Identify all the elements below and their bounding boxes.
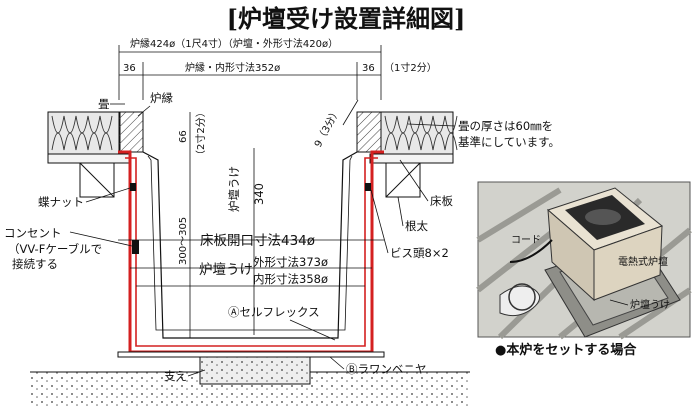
lauan-plywood [117, 351, 385, 358]
screw-leader [370, 189, 389, 254]
joist-leader [397, 196, 404, 227]
outlet-leader [69, 231, 133, 247]
outer-width-dimension: 炉縁424ø（1尺4寸）（炉壇・外形寸法420ø） [130, 37, 338, 50]
self-flex-label: Ⓐセルフレックス [228, 305, 320, 319]
photo-caption: ●本炉をセットする場合 [495, 342, 637, 358]
diagram-title: [炉壇受け設置詳細図] [227, 4, 466, 33]
photo-uke-leader [609, 299, 629, 306]
rodan-uke-vertical-label: 炉壇うけ [227, 166, 241, 212]
vvf-line-2: 接続する [12, 257, 58, 271]
floorboard-label: 床板 [430, 194, 453, 208]
ground [30, 353, 470, 407]
top-dimension-lines [118, 45, 382, 100]
left-tatami [47, 111, 121, 155]
tatami-note-1: 畳の厚さは60㎜を [458, 119, 553, 133]
robuchi-label: 炉縁 [150, 91, 173, 105]
self-flex-leader [289, 319, 336, 341]
right-floorboard [369, 153, 454, 164]
tatami-label: 畳 [98, 97, 110, 111]
tatami-note-leader [407, 123, 456, 127]
photo-label-uke: 炉壇うけ [630, 298, 670, 311]
photo-label-electric: 電熱式炉壇 [618, 255, 668, 268]
vertical-dimension-lines [189, 112, 255, 338]
right-36-dimension: 36 [362, 63, 375, 74]
right-robuchi [356, 111, 382, 153]
photo-label-code: コード [511, 235, 541, 246]
left-robuchi [118, 111, 144, 153]
installation-photo [476, 181, 692, 340]
outlet-label: コンセント [4, 226, 62, 240]
inner-358-dimension: 内形寸法358ø [253, 272, 328, 286]
vvf-line-1: （VV-Fケーブルで [8, 242, 102, 256]
depth-300-305-dimension: 300〜305 [178, 217, 189, 265]
outer-373-dimension: 外形寸法373ø [253, 255, 328, 269]
robuchi-leader [137, 105, 151, 117]
inner-width-dimension: 炉縁・内形寸法352ø [185, 61, 280, 74]
outlet-marker [132, 240, 139, 254]
screw-marker [365, 183, 371, 191]
right-36-note: （1寸2分） [384, 61, 437, 74]
butterfly-nut-leader [85, 187, 131, 203]
tatami-note-2: 基準にしています。 [458, 135, 560, 149]
floorboard-leader [399, 159, 429, 202]
slope-9-dimension: 9（3分） [312, 106, 343, 149]
butterfly-nut-label: 蝶ナット [38, 195, 84, 209]
lauan-label: Ⓑラワンベニヤ [346, 362, 427, 376]
left-36-dimension: 36 [123, 63, 136, 74]
left-joist [79, 162, 115, 198]
right-tatami [380, 111, 458, 155]
lauan-leader [329, 356, 345, 370]
depth-66-note: （2寸2分） [194, 107, 207, 160]
rodan-uke-box [118, 150, 384, 354]
support-label: 支え [164, 369, 187, 383]
floor-opening-dimension: 床板開口寸法434ø [200, 233, 315, 249]
left-floorboard [47, 153, 131, 164]
screw-label: ビス頭8×2 [390, 246, 449, 260]
slope-9-line [342, 99, 359, 126]
rodan-uke-label: 炉壇うけ [199, 261, 253, 278]
depth-66-dimension: 66 [178, 130, 189, 143]
right-joist [385, 162, 421, 198]
depth-340-dimension: 340 [252, 183, 266, 205]
butterfly-nut-marker [130, 183, 136, 191]
joist-label: 根太 [405, 219, 428, 233]
support-leader [187, 369, 206, 377]
